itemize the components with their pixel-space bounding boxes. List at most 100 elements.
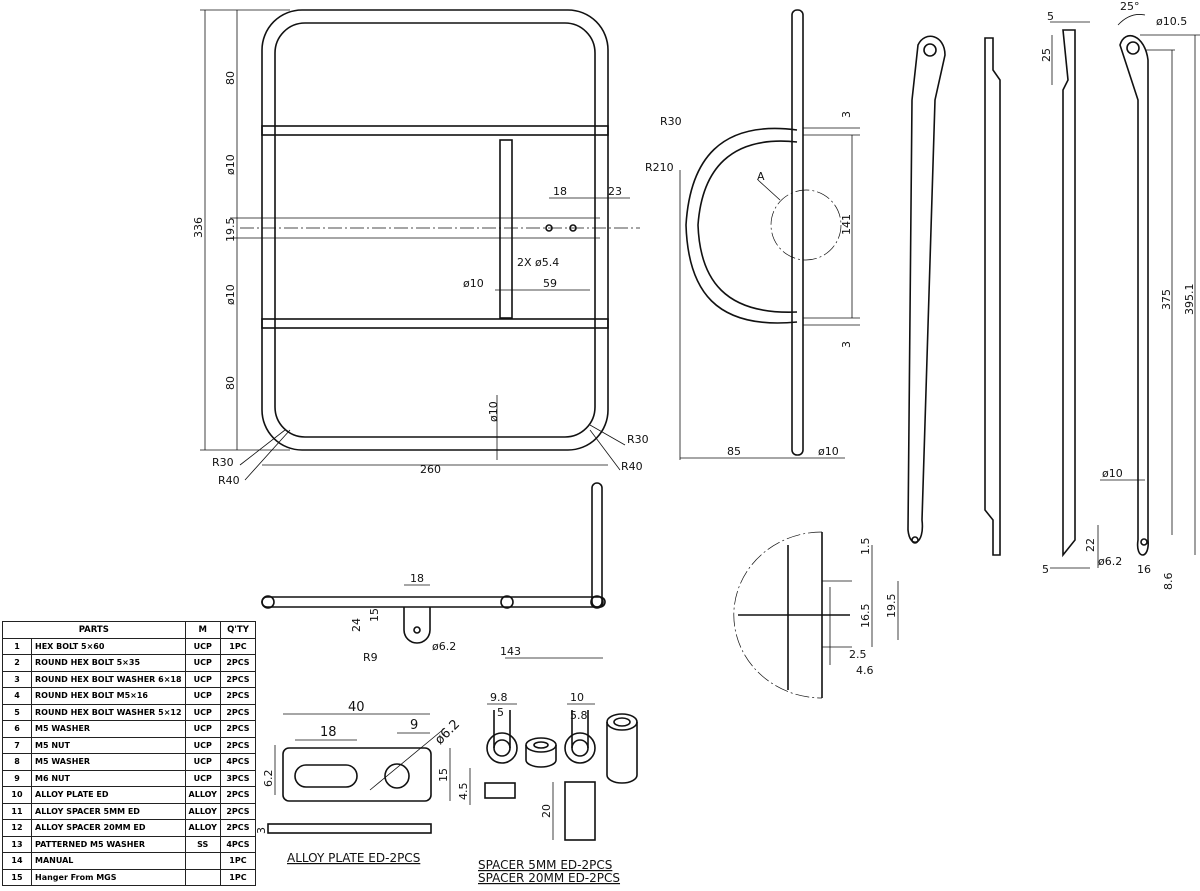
dim-hole-center: 15	[368, 608, 381, 622]
header-parts: PARTS	[2, 621, 186, 639]
dim-slot-width: 6.2	[262, 770, 275, 788]
dim-hole-offset: 23	[608, 185, 622, 198]
part-name: ALLOY PLATE ED	[31, 786, 186, 804]
part-number: 10	[2, 786, 32, 804]
part-number: 7	[2, 736, 32, 754]
part-qty: 2PCS	[219, 819, 256, 837]
dim-bottom-offset: 8.6	[1162, 573, 1175, 591]
alloy-plate-title: ALLOY PLATE ED-2PCS	[287, 851, 420, 865]
part-material	[184, 852, 221, 870]
dim-top-hole: ø10.5	[1156, 15, 1187, 28]
side-view: R30 R210 A 141 3 3 85 ø10	[645, 9, 860, 460]
dim-radius-inner-left: R30	[212, 456, 234, 469]
part-material: ALLOY	[184, 819, 221, 837]
part-qty: 2PCS	[219, 786, 256, 804]
dim-vertical-bar-dia: ø10	[463, 277, 484, 290]
part-name: ROUND HEX BOLT WASHER 6×18	[31, 670, 186, 688]
front-view: 336 80 ø10 19.5 ø10 80 260 R30 R40 R30 R…	[192, 9, 649, 487]
part-qty: 2PCS	[219, 720, 256, 738]
dim-bend-radius: R30	[660, 115, 682, 128]
dim-side-tube-dia: ø10	[818, 445, 839, 458]
dim-tab-length: 25	[1040, 48, 1053, 62]
dim-spacer20-height: 20	[540, 804, 553, 818]
part-qty: 2PCS	[219, 670, 256, 688]
dim-plate-length: 40	[348, 700, 365, 715]
part-qty: 2PCS	[219, 703, 256, 721]
part-qty: 1PC	[219, 852, 256, 870]
dim-width: 260	[420, 463, 441, 476]
part-material: UCP	[184, 703, 221, 721]
part-number: 15	[2, 868, 32, 886]
part-material: SS	[184, 835, 221, 853]
part-number: 2	[2, 654, 32, 672]
part-material: ALLOY	[184, 802, 221, 820]
dim-spacer20-inner: 5.8	[570, 709, 588, 722]
part-qty: 2PCS	[219, 802, 256, 820]
part-number: 3	[2, 670, 32, 688]
part-number: 1	[2, 637, 32, 655]
dim-bottom-spacing: 80	[224, 376, 237, 390]
dim-outer-depth: 4.6	[856, 664, 874, 677]
part-name: ROUND HEX BOLT 5×35	[31, 654, 186, 672]
dim-tab-width: 18	[410, 572, 424, 585]
part-number: 14	[2, 852, 32, 870]
part-number: 5	[2, 703, 32, 721]
dim-thickness-top: 5	[1047, 10, 1054, 23]
dim-bottom-width: 16	[1137, 563, 1151, 576]
part-material: UCP	[184, 670, 221, 688]
dim-inner-depth: 2.5	[849, 648, 867, 661]
hanger-views: 5 25 5 22 25° ø10.5 375 395.1 ø10 ø6.2 1…	[907, 0, 1200, 591]
part-qty: 4PCS	[219, 835, 256, 853]
dim-top-spacing: 80	[224, 71, 237, 85]
dim-inner-height: 16.5	[859, 604, 872, 629]
dim-spacer5-outer: 9.8	[490, 691, 508, 704]
part-name: M5 NUT	[31, 736, 186, 754]
part-name: ALLOY SPACER 20MM ED	[31, 819, 186, 837]
part-qty: 1PC	[219, 868, 256, 886]
dim-plate-hole-offset: 9	[410, 718, 418, 733]
dim-tube-dia-top: ø10	[224, 154, 237, 175]
part-material: UCP	[184, 654, 221, 672]
part-number: 12	[2, 819, 32, 837]
part-material: UCP	[184, 753, 221, 771]
part-number: 4	[2, 687, 32, 705]
part-qty: 4PCS	[219, 753, 256, 771]
table-header-row: PARTS M Q'TY	[2, 621, 256, 639]
dim-top-length: 143	[500, 645, 521, 658]
dim-radius-inner-right: R30	[627, 433, 649, 446]
header-qty: Q'TY	[219, 621, 256, 639]
part-name: MANUAL	[31, 852, 186, 870]
spacer-5mm-title: SPACER 5MM ED-2PCS	[478, 858, 612, 872]
part-qty: 3PCS	[219, 769, 256, 787]
part-qty: 2PCS	[219, 654, 256, 672]
dim-tube-dia-bottom: ø10	[224, 284, 237, 305]
part-number: 6	[2, 720, 32, 738]
part-material: UCP	[184, 736, 221, 754]
dim-spacer-thickness: 4.5	[457, 783, 470, 801]
dim-plate-hole-dia: ø6.2	[432, 717, 463, 748]
dim-center-gap: 19.5	[224, 218, 237, 243]
dim-curve-radius: R210	[645, 161, 674, 174]
part-name: M5 WASHER	[31, 720, 186, 738]
part-name: PATTERNED M5 WASHER	[31, 835, 186, 853]
part-material: UCP	[184, 720, 221, 738]
dim-radius-outer-left: R40	[218, 474, 240, 487]
part-number: 9	[2, 769, 32, 787]
part-qty: 2PCS	[219, 736, 256, 754]
detail-a: 1.5 16.5 19.5 2.5 4.6	[733, 531, 899, 699]
part-number: 13	[2, 835, 32, 853]
part-name: ROUND HEX BOLT WASHER 5×12	[31, 703, 186, 721]
dim-hole-spacing: 18	[553, 185, 567, 198]
dim-depth: 85	[727, 445, 741, 458]
dim-bottom-hole: ø6.2	[1098, 555, 1122, 568]
part-material: UCP	[184, 769, 221, 787]
